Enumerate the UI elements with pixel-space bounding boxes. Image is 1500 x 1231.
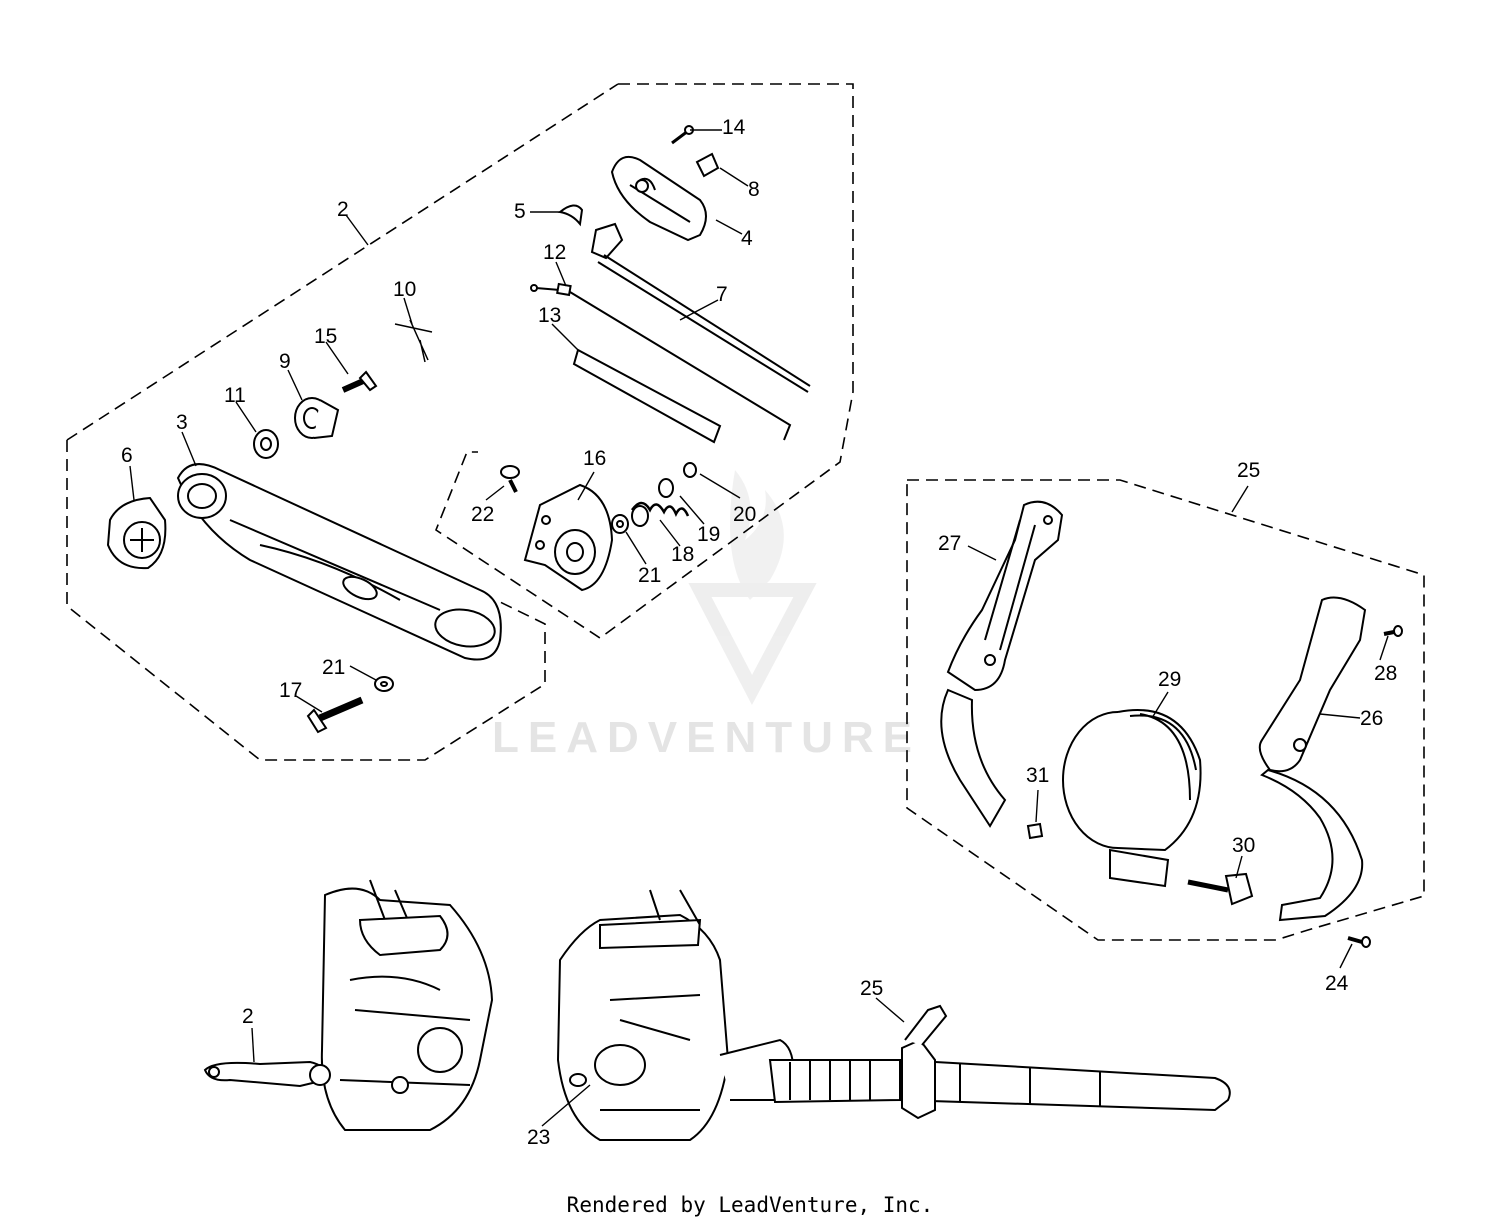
part-6-knob — [106, 496, 167, 570]
part-12-cable-end — [530, 282, 792, 441]
part-10-pin — [394, 319, 433, 363]
watermark-text: LEADVENTURE — [492, 713, 921, 762]
callout-19: 19 — [697, 523, 720, 546]
blower-assembly-rear — [203, 879, 494, 1131]
part-8-nut — [695, 152, 720, 178]
callout-3: 3 — [176, 411, 188, 434]
part-30-knob-bolt — [1187, 872, 1254, 906]
callout-9: 9 — [279, 350, 291, 373]
part-17-bolt — [306, 696, 364, 734]
part-21-washer-a — [611, 514, 629, 534]
callout-12: 12 — [543, 241, 566, 264]
part-3-handle-arm — [176, 463, 502, 661]
callout-21-washer-a: 21 — [638, 564, 661, 587]
callout-29: 29 — [1158, 668, 1181, 691]
callout-20: 20 — [733, 503, 756, 526]
part-20-nut — [683, 462, 697, 478]
callout-8: 8 — [748, 178, 760, 201]
part-29-clamp-ring — [1062, 709, 1202, 888]
callout-27: 27 — [938, 532, 961, 555]
callout-30: 30 — [1232, 834, 1255, 857]
part-22-screw — [500, 465, 520, 493]
switch-assembly — [590, 222, 811, 393]
part-21-washer-b — [374, 676, 394, 692]
part-4-throttle-housing — [610, 156, 707, 242]
kit-2-boundary — [66, 83, 854, 761]
callout-26: 26 — [1360, 707, 1383, 730]
callouts: 2 3 4 5 6 7 8 9 10 11 12 13 14 15 16 17 … — [121, 116, 1397, 1149]
part-13-tube — [572, 348, 722, 444]
callout-28: 28 — [1374, 662, 1397, 685]
part-16-housing — [523, 483, 614, 592]
part-9-collar — [294, 397, 340, 439]
callout-21-washer-b: 21 — [322, 656, 345, 679]
callout-4: 4 — [741, 227, 753, 250]
part-11-washer — [253, 429, 279, 459]
footer-credit: Rendered by LeadVenture, Inc. — [566, 1193, 934, 1217]
part-24-screw — [1347, 936, 1371, 948]
callout-15: 15 — [314, 325, 337, 348]
callout-11: 11 — [224, 384, 246, 407]
callout-23: 23 — [527, 1126, 550, 1149]
part-31-nut — [1026, 822, 1044, 840]
part-5-clip — [557, 204, 584, 227]
callout-7: 7 — [716, 283, 728, 306]
part-19-washer — [658, 478, 674, 498]
callout-25-kit: 25 — [1237, 459, 1260, 482]
part-26-handle-half — [1258, 596, 1367, 922]
callout-13: 13 — [538, 304, 561, 327]
part-18-spring — [630, 501, 690, 527]
callout-25-assembled: 25 — [860, 977, 883, 1000]
kit-25-boundary — [906, 479, 1425, 941]
callout-18: 18 — [671, 543, 694, 566]
callout-24: 24 — [1325, 972, 1349, 995]
watermark: LEADVENTURE — [492, 470, 921, 762]
leadventure-logo — [688, 470, 817, 706]
callout-22: 22 — [471, 503, 494, 526]
part-27-handle-half — [940, 500, 1064, 828]
part-15-bolt — [341, 370, 378, 393]
callout-31: 31 — [1026, 764, 1049, 787]
part-28-screw — [1383, 625, 1403, 637]
callout-2-assembled: 2 — [242, 1005, 254, 1028]
callout-10: 10 — [393, 278, 416, 301]
blower-assembly-front — [556, 889, 1231, 1141]
callout-16: 16 — [583, 447, 606, 470]
callout-17: 17 — [279, 679, 302, 702]
leader-lines — [129, 129, 1389, 1127]
callout-2-kit: 2 — [337, 198, 349, 221]
callout-5: 5 — [514, 200, 526, 223]
callout-6: 6 — [121, 444, 133, 467]
callout-14: 14 — [722, 116, 746, 139]
part-14-screw — [671, 125, 694, 145]
